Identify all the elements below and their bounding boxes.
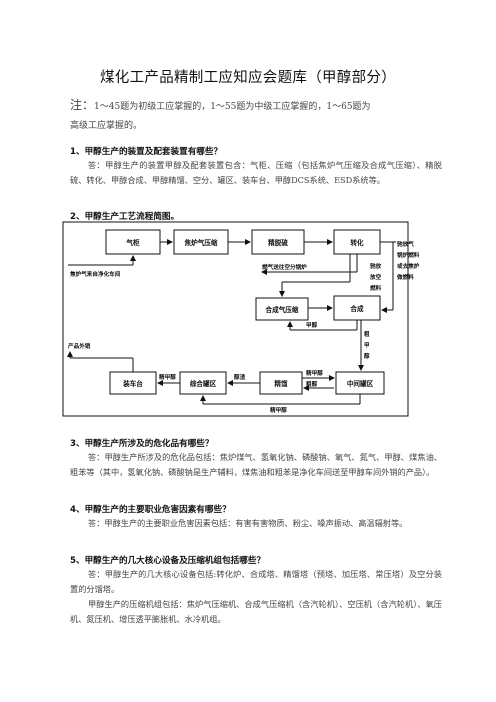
label-right-top-1: 锅炉燃料 — [397, 251, 420, 259]
label-right-mid-0: 驰放 — [370, 262, 382, 270]
section-3-heading: 3、甲醇生产所涉及的危化品有哪些？ — [70, 439, 214, 449]
note-line2: 高级工应掌握的。 — [70, 121, 143, 131]
note-prefix: 注： — [70, 98, 95, 112]
label-qichun-v-2: 醇 — [364, 352, 370, 360]
section-4-heading: 4、甲醇生产的主要职业危害因素有哪些？ — [70, 505, 231, 515]
section-5-answer: 答：甲醇生产的几大核心设备包括:转化炉、合成塔、精馏塔（预塔、加压塔、常压塔）及… — [70, 569, 442, 594]
label-jia: 甲醇 — [306, 321, 318, 329]
document-title: 煤化工产品精制工应知应会题库（甲醇部分） — [100, 70, 396, 86]
box-jingtuoliu — [251, 229, 305, 255]
section-4-answer: 答：甲醇生产的主要职业危害因素包括：有害有害物质、粉尘、噪声振动、高温辐射等。 — [88, 518, 408, 528]
box-hechengqiyasuo-label: 合成气压缩 — [265, 305, 299, 314]
label-cuchun: 粗醇 — [306, 380, 318, 388]
box-zhuanhua-label: 转化 — [350, 238, 364, 247]
box-jingtuoliu-label: 精脱硫 — [268, 238, 288, 247]
label-chanpin: 产品外销 — [68, 342, 91, 350]
label-right-mid-2: 燃料 — [370, 284, 382, 292]
box-jiaoluyasuo-label: 焦炉气压缩 — [184, 238, 218, 247]
label-fuel: 燃气送往空分锅炉 — [262, 263, 307, 271]
label-source: 焦炉气来自净化车间 — [69, 270, 121, 278]
box-jiaoluyasuo — [173, 229, 229, 255]
label-right-top-2: 或去焦炉 — [397, 262, 420, 270]
section-3-answer: 答：甲醇生产所涉及的危化品包括：焦炉煤气、氢氧化钠、磷酸钠、氧气、氮气、甲醇、煤… — [70, 452, 442, 477]
box-qigui-label: 气柜 — [125, 238, 140, 247]
diagram-border — [62, 221, 409, 417]
box-jingliu-label: 精馏 — [274, 379, 288, 388]
section-5-heading: 5、甲醇生产的几大核心设备及压缩机组包括哪些？ — [70, 556, 266, 566]
label-right-mid-1: 放空 — [369, 273, 382, 281]
label-right-top-0: 驰放气 — [397, 240, 414, 248]
box-zhongjianguanqu-label: 中间罐区 — [347, 379, 374, 388]
box-hecheng-label: 合成 — [349, 304, 364, 313]
note-line1: 1～45题为初级工应掌握的，1～55题为中级工应掌握的，1～65题为 — [94, 102, 371, 112]
label-jingchun1: 精甲醇 — [159, 373, 176, 381]
label-qichun-v-0: 粗 — [364, 330, 370, 338]
label-right-top-3: 做燃料 — [396, 273, 414, 281]
box-hechengqiyasuo — [255, 297, 309, 321]
section-1-answer: 答：甲醇生产的装置甲醇及配套装置包含：气柜、压缩（包括焦炉气压缩及合成气压缩）、… — [70, 160, 442, 185]
label-qichun-v-1: 甲 — [364, 341, 370, 349]
note: 注：1～45题为初级工应掌握的，1～55题为中级工应掌握的，1～65题为 高级工… — [70, 96, 440, 136]
label-bottom: 精甲醇 — [270, 406, 287, 414]
label-jingchun2: 精甲醇 — [306, 369, 323, 377]
box-hecheng — [333, 295, 381, 321]
section-5-answer2: 甲醇生产的压缩机组包括：焦炉气压缩机、合成气压缩机（含汽轮机）、空压机（含汽轮机… — [70, 599, 442, 624]
box-zhuangchetai-label: 装车台 — [122, 379, 143, 388]
box-zongheguanqu-label: 综合罐区 — [190, 379, 217, 388]
section-1-heading: 1、甲醇生产的装置及配套装置有哪些？ — [70, 147, 223, 157]
label-chunzha: 醇渣 — [234, 373, 246, 381]
section-2-heading: 2、甲醇生产工艺流程简图。 — [70, 212, 180, 222]
